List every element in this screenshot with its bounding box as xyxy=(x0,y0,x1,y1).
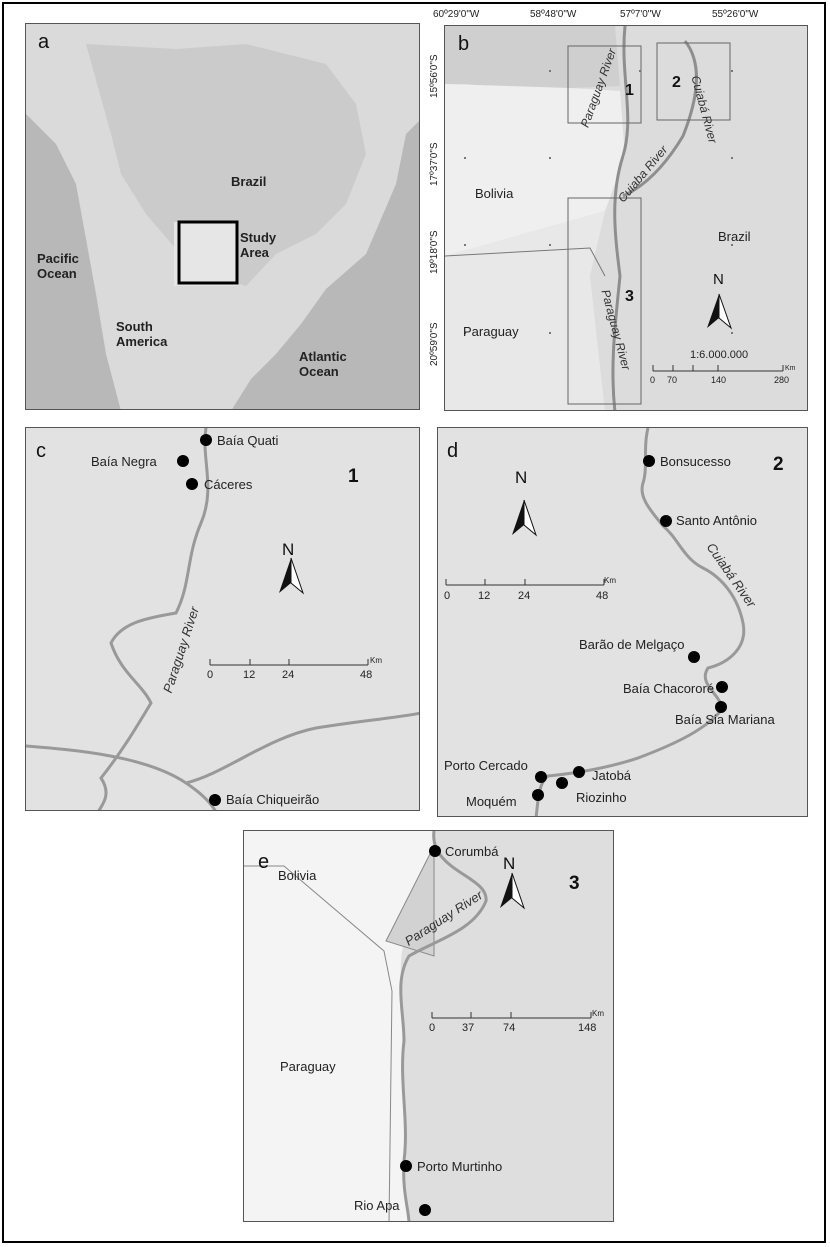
scale-e-tick-148: 148 xyxy=(578,1022,597,1034)
marker-moquem xyxy=(532,789,544,801)
scale-ratio: 1:6.000.000 xyxy=(690,349,749,361)
coord-top-2: 58º48'0"W xyxy=(530,9,577,20)
coord-top-4: 55º26'0"W xyxy=(712,9,759,20)
scale-tick-140: 140 xyxy=(711,375,727,385)
north-arrow-label-d: N xyxy=(515,468,528,487)
label-bolivia: Bolivia xyxy=(475,186,514,201)
scale-tick-70: 70 xyxy=(667,375,678,385)
scale-c-tick-0: 0 xyxy=(207,669,214,681)
marker-santo-antonio xyxy=(660,515,672,527)
coord-left-1: 15º56'0"S xyxy=(429,54,440,98)
scale-d-unit: Km xyxy=(604,576,616,585)
site-santo-antonio: Santo Antônio xyxy=(676,513,757,528)
panel-d-map-graphic xyxy=(438,428,807,816)
label-south-america: South America xyxy=(116,319,168,349)
scale-c-tick-12: 12 xyxy=(243,669,256,681)
panel-a-letter: a xyxy=(38,31,50,53)
site-caceres: Cáceres xyxy=(204,477,253,492)
marker-bonsucesso xyxy=(643,455,655,467)
scale-d-tick-0: 0 xyxy=(444,590,451,602)
panel-e-site-map-3: e 3 Bolivia Paraguay Corumbá Porto Murti… xyxy=(243,830,614,1222)
scale-c-tick-48: 48 xyxy=(360,669,373,681)
panel-b-letter: b xyxy=(458,33,470,55)
coord-left-3: 19º18'0"S xyxy=(429,230,440,274)
label-bolivia-e: Bolivia xyxy=(278,868,317,883)
site-baia-chiqueirao: Baía Chiqueirão xyxy=(226,792,320,807)
label-paraguay-e: Paraguay xyxy=(280,1059,336,1074)
marker-baia-chacorore xyxy=(716,681,728,693)
site-porto-cercado: Porto Cercado xyxy=(444,758,528,773)
panel-a-overview-map: a Brazil Study Area Pacific Ocean South … xyxy=(25,23,420,410)
label-brazil-b: Brazil xyxy=(718,229,751,244)
marker-barao-de-melgaco xyxy=(688,651,700,663)
panel-a-map-graphic xyxy=(26,24,419,409)
north-arrow-label: N xyxy=(713,271,724,288)
scale-c-unit: Km xyxy=(370,656,382,665)
site-baia-chacorore: Baía Chacororé xyxy=(623,681,715,696)
scale-e-tick-74: 74 xyxy=(503,1022,516,1034)
panel-d-site-map-2: d 2 Bonsucesso Santo Antônio Barão de Me… xyxy=(437,427,808,817)
coord-left-2: 17º37'0"S xyxy=(429,142,440,186)
marker-baia-sia-mariana xyxy=(715,701,727,713)
scale-tick-280: 280 xyxy=(774,375,790,385)
site-riozinho: Riozinho xyxy=(576,790,627,805)
scale-unit: Km xyxy=(785,365,796,372)
marker-porto-murtinho xyxy=(400,1160,412,1172)
site-rio-apa: Rio Apa xyxy=(354,1198,400,1213)
panel-b-region-map: b Bolivia Brazil Paraguay Paraguay River… xyxy=(444,25,808,411)
scale-tick-0: 0 xyxy=(650,375,656,385)
site-porto-murtinho: Porto Murtinho xyxy=(417,1159,503,1174)
box-number-2: 2 xyxy=(672,74,681,91)
scale-d-tick-24: 24 xyxy=(518,590,531,602)
site-barao-de-melgaco: Barão de Melgaço xyxy=(579,637,685,652)
marker-riozinho xyxy=(556,777,568,789)
marker-baia-quati xyxy=(200,434,212,446)
north-arrow-label-c: N xyxy=(282,540,295,559)
coord-left-4: 20º59'0"S xyxy=(429,322,440,366)
panel-b-map-graphic xyxy=(445,26,807,410)
label-pacific-ocean: Pacific Ocean xyxy=(37,251,79,281)
site-moquem: Moquém xyxy=(466,794,517,809)
coord-top-3: 57º7'0"W xyxy=(620,9,661,20)
marker-corumba xyxy=(429,845,441,857)
scale-d-tick-12: 12 xyxy=(478,590,491,602)
marker-caceres xyxy=(186,478,198,490)
label-atlantic-ocean: Atlantic Ocean xyxy=(299,349,347,379)
label-study-area: Study Area xyxy=(240,230,277,260)
panel-d-number: 2 xyxy=(773,454,784,475)
site-baia-negra: Baía Negra xyxy=(91,454,157,469)
panel-e-letter: e xyxy=(258,851,270,873)
scale-e-unit: Km xyxy=(592,1009,604,1018)
scale-e-tick-0: 0 xyxy=(429,1022,436,1034)
panel-e-number: 3 xyxy=(569,873,580,894)
panel-c-map-graphic xyxy=(26,428,419,810)
panel-e-map-graphic xyxy=(244,831,613,1221)
north-arrow-label-e: N xyxy=(503,854,516,873)
site-baia-sia-mariana: Baía Sia Mariana xyxy=(675,712,775,727)
scale-d-tick-48: 48 xyxy=(596,590,609,602)
site-baia-quati: Baía Quati xyxy=(217,433,279,448)
marker-rio-apa xyxy=(419,1204,431,1216)
site-corumba: Corumbá xyxy=(445,844,499,859)
scale-c-tick-24: 24 xyxy=(282,669,295,681)
panel-c-site-map-1: c 1 Baía Quati Baía Negra Cáceres Baía C… xyxy=(25,427,420,811)
marker-porto-cercado xyxy=(535,771,547,783)
label-brazil: Brazil xyxy=(231,174,267,189)
site-bonsucesso: Bonsucesso xyxy=(660,454,731,469)
label-paraguay-b: Paraguay xyxy=(463,324,519,339)
scale-e-tick-37: 37 xyxy=(462,1022,475,1034)
panel-c-letter: c xyxy=(36,440,46,462)
site-jatoba: Jatobá xyxy=(592,768,632,783)
box-number-3: 3 xyxy=(625,288,634,305)
panel-c-number: 1 xyxy=(348,466,359,487)
panel-d-letter: d xyxy=(447,440,459,462)
marker-baia-negra xyxy=(177,455,189,467)
coord-top-1: 60º29'0"W xyxy=(433,9,480,20)
marker-baia-chiqueirao xyxy=(209,794,221,806)
box-number-1: 1 xyxy=(625,82,634,99)
marker-jatoba xyxy=(573,766,585,778)
